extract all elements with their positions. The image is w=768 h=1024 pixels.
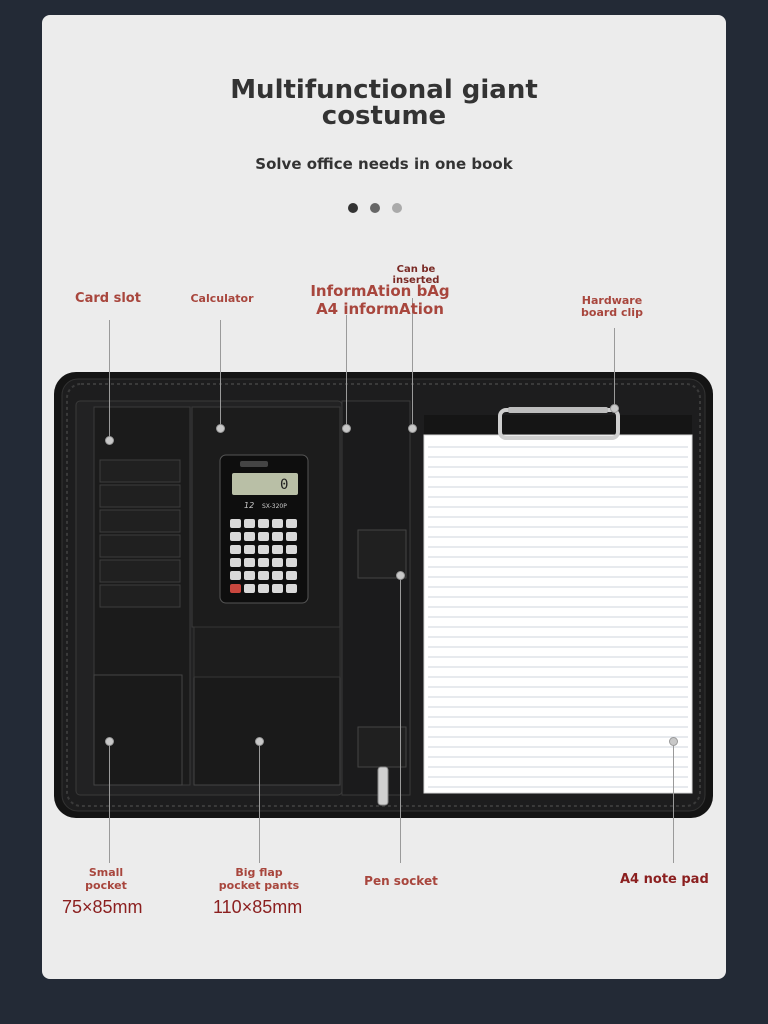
label-small-pocket: Small pocket bbox=[72, 866, 140, 892]
label-small-pocket-1: Small bbox=[88, 866, 124, 879]
callout-pin-info-bag bbox=[342, 424, 351, 433]
label-can-be-inserted-1: Can be bbox=[396, 264, 436, 275]
label-hardware-2: board clip bbox=[581, 306, 643, 319]
calculator-key bbox=[258, 532, 269, 541]
label-big-flap-1: Big flap bbox=[235, 866, 283, 879]
calculator-key bbox=[286, 571, 297, 580]
label-pen-socket: Pen socket bbox=[364, 874, 438, 888]
callout-line-inserted bbox=[412, 298, 413, 428]
calculator-key bbox=[230, 584, 241, 593]
label-can-be-inserted: Can be inserted bbox=[376, 264, 456, 286]
label-big-flap: Big flap pocket pants bbox=[214, 866, 304, 892]
callout-pin-inserted bbox=[408, 424, 417, 433]
calculator-key bbox=[244, 584, 255, 593]
calculator-key bbox=[272, 545, 283, 554]
zipper-pull bbox=[377, 766, 389, 806]
calculator-key bbox=[244, 558, 255, 567]
carousel-dot-3[interactable] bbox=[392, 203, 402, 213]
callout-line-calculator bbox=[220, 320, 221, 428]
label-info-bag-2: A4 informAtion bbox=[316, 300, 444, 318]
callout-pin-notepad bbox=[669, 737, 678, 746]
calculator-key bbox=[258, 519, 269, 528]
callout-line-hardware bbox=[614, 328, 615, 408]
calculator-key bbox=[286, 545, 297, 554]
callout-pin-card-slot bbox=[105, 436, 114, 445]
calculator-key bbox=[258, 545, 269, 554]
calculator-key bbox=[244, 519, 255, 528]
label-hardware-1: Hardware bbox=[581, 294, 643, 307]
callout-pin-pen bbox=[396, 571, 405, 580]
calculator-key bbox=[286, 519, 297, 528]
label-a4-note-pad: A4 note pad bbox=[620, 872, 709, 887]
calculator-key bbox=[272, 558, 283, 567]
calculator-model: SX-320P bbox=[262, 503, 287, 510]
calculator-key bbox=[230, 532, 241, 541]
callout-line-notepad bbox=[673, 745, 674, 863]
label-hardware-clip: Hardware board clip bbox=[570, 295, 654, 319]
calculator-key bbox=[286, 532, 297, 541]
callout-line-pen bbox=[400, 580, 401, 863]
portfolio-illustration bbox=[54, 372, 713, 818]
calculator-brand: 12 bbox=[244, 501, 255, 510]
callout-pin-big-flap bbox=[255, 737, 264, 746]
calculator-key bbox=[244, 545, 255, 554]
calculator-key bbox=[230, 558, 241, 567]
subtitle: Solve office needs in one book bbox=[255, 155, 513, 173]
label-can-be-inserted-2: inserted bbox=[392, 275, 440, 286]
carousel-dot-2[interactable] bbox=[370, 203, 380, 213]
label-card-slot: Card slot bbox=[75, 291, 141, 306]
calculator bbox=[219, 454, 309, 604]
calculator-key bbox=[230, 519, 241, 528]
calculator-key bbox=[244, 532, 255, 541]
calculator-key bbox=[244, 571, 255, 580]
calculator-key bbox=[258, 571, 269, 580]
calculator-key bbox=[258, 558, 269, 567]
calculator-key bbox=[272, 584, 283, 593]
calculator-key bbox=[286, 558, 297, 567]
calculator-key bbox=[272, 571, 283, 580]
calculator-key bbox=[230, 571, 241, 580]
label-calculator: Calculator bbox=[190, 292, 254, 305]
small-pocket bbox=[93, 674, 183, 786]
calculator-display bbox=[232, 473, 298, 495]
callout-line-big-flap bbox=[259, 745, 260, 863]
label-small-pocket-2: pocket bbox=[85, 879, 127, 892]
carousel-dot-1[interactable] bbox=[348, 203, 358, 213]
callout-pin-small-pocket bbox=[105, 737, 114, 746]
callout-pin-hardware bbox=[610, 404, 619, 413]
zipper-track bbox=[66, 383, 701, 807]
calculator-key bbox=[272, 532, 283, 541]
callout-line-info-bag bbox=[346, 315, 347, 428]
label-info-bag-1: InformAtion bAg bbox=[310, 282, 450, 300]
page-title: Multifunctional giant costume bbox=[42, 77, 726, 129]
calculator-key bbox=[230, 545, 241, 554]
calculator-key bbox=[258, 584, 269, 593]
calculator-display-value: 0 bbox=[280, 477, 289, 493]
label-big-flap-2: pocket pants bbox=[218, 879, 300, 892]
calculator-key bbox=[286, 584, 297, 593]
pen-socket bbox=[357, 529, 407, 579]
title-line-1: Multifunctional giant bbox=[230, 75, 538, 105]
callout-line-card-slot bbox=[109, 320, 110, 440]
dim-big-flap: 110×85mm bbox=[213, 897, 303, 917]
title-line-2: costume bbox=[321, 101, 447, 131]
label-info-bag: InformAtion bAg A4 informAtion bbox=[302, 282, 458, 318]
calculator-key bbox=[272, 519, 283, 528]
callout-pin-calculator bbox=[216, 424, 225, 433]
callout-line-small-pocket bbox=[109, 745, 110, 863]
a4-notepad bbox=[423, 434, 693, 794]
product-card: Multifunctional giant costume Solve offi… bbox=[42, 15, 726, 979]
dim-small-pocket: 75×85mm bbox=[62, 897, 143, 917]
big-flap-pocket bbox=[193, 674, 341, 786]
